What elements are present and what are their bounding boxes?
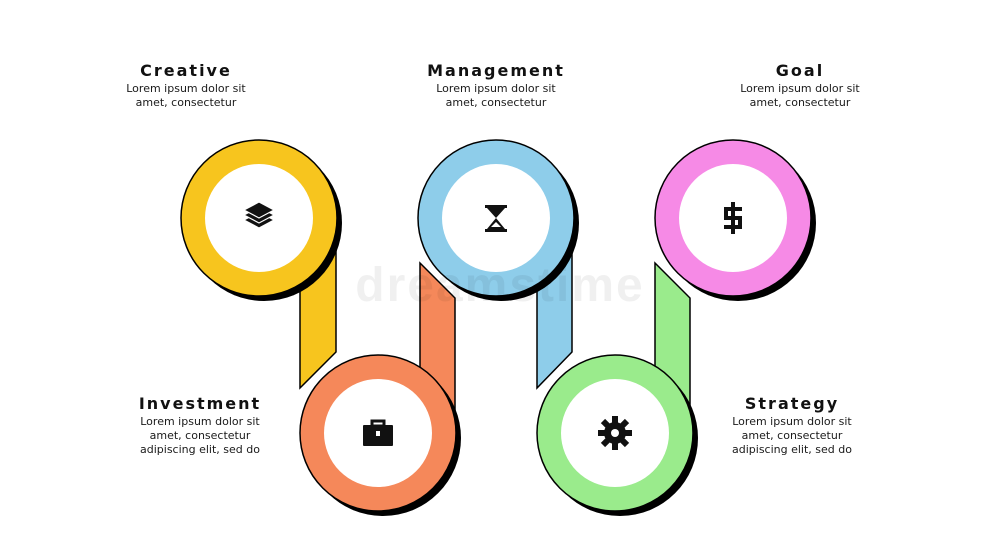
step-title: Creative bbox=[140, 61, 232, 80]
step-title: Investment bbox=[138, 394, 262, 413]
gear-icon bbox=[598, 416, 632, 450]
step-title: Management bbox=[427, 61, 565, 80]
node-management bbox=[417, 139, 579, 301]
step-desc-line: amet, consectetur bbox=[445, 96, 547, 109]
step-desc-line: Lorem ipsum dolor sit bbox=[732, 415, 852, 428]
hourglass-icon bbox=[485, 205, 507, 232]
step-desc-line: amet, consectetur bbox=[741, 429, 843, 442]
label-investment: Investment Lorem ipsum dolor sit amet, c… bbox=[115, 393, 285, 457]
step-title: Goal bbox=[775, 61, 825, 80]
label-management: Management Lorem ipsum dolor sit amet, c… bbox=[406, 60, 586, 110]
step-desc-line: adipiscing elit, sed do bbox=[732, 443, 852, 456]
step-desc-line: adipiscing elit, sed do bbox=[140, 443, 260, 456]
briefcase-icon bbox=[363, 419, 393, 446]
step-desc-line: Lorem ipsum dolor sit bbox=[740, 82, 860, 95]
node-strategy bbox=[536, 354, 698, 516]
node-investment bbox=[299, 354, 461, 516]
step-desc-line: amet, consectetur bbox=[749, 96, 851, 109]
step-desc-line: Lorem ipsum dolor sit bbox=[126, 82, 246, 95]
node-creative bbox=[180, 139, 342, 301]
label-strategy: Strategy Lorem ipsum dolor sit amet, con… bbox=[712, 393, 872, 457]
dollar-icon bbox=[724, 202, 742, 234]
step-desc-line: amet, consectetur bbox=[135, 96, 237, 109]
label-goal: Goal Lorem ipsum dolor sit amet, consect… bbox=[720, 60, 880, 110]
step-title: Strategy bbox=[744, 394, 840, 413]
step-desc-line: amet, consectetur bbox=[149, 429, 251, 442]
node-goal bbox=[654, 139, 816, 301]
step-desc-line: Lorem ipsum dolor sit bbox=[436, 82, 556, 95]
label-creative: Creative Lorem ipsum dolor sit amet, con… bbox=[106, 60, 266, 110]
layers-icon bbox=[242, 201, 276, 229]
step-desc-line: Lorem ipsum dolor sit bbox=[140, 415, 260, 428]
